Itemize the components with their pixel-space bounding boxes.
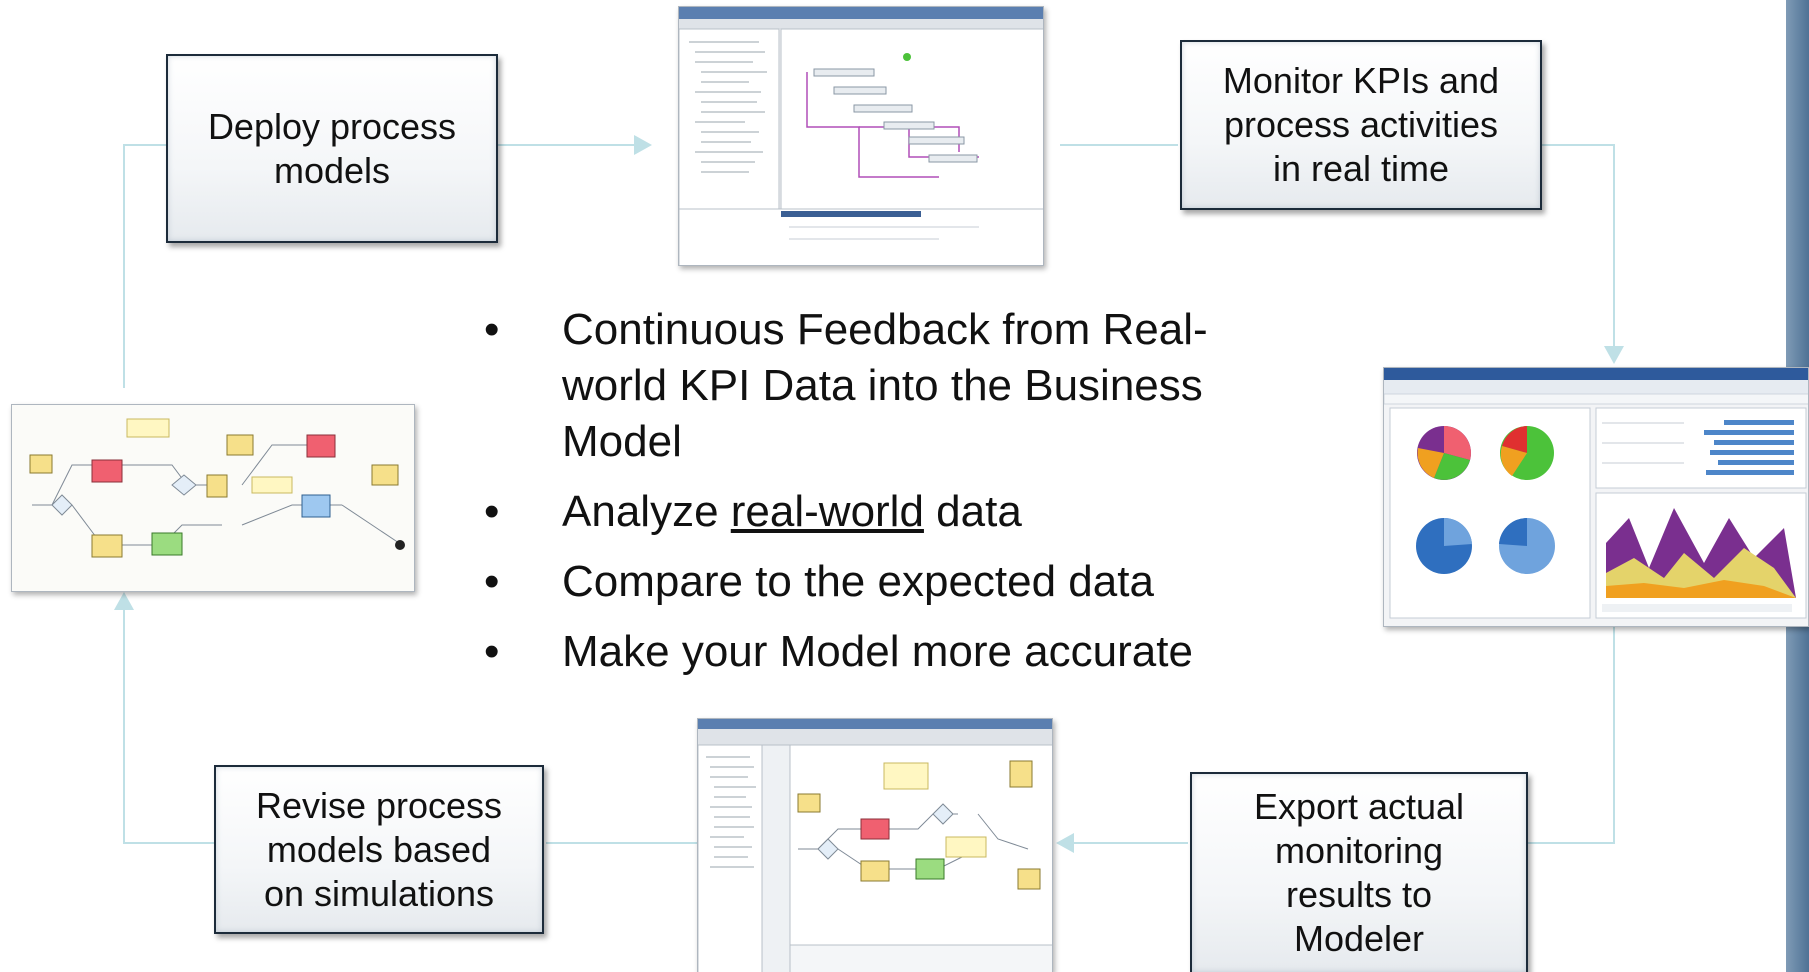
arrow-up-left-icon bbox=[114, 592, 134, 610]
bullet-marker: • bbox=[484, 557, 500, 606]
bullet-underlined-term: real-world bbox=[730, 487, 924, 536]
bullet-marker: • bbox=[484, 487, 500, 536]
bullet-compare-expected: • Compare to the expected data bbox=[470, 554, 1300, 610]
monitor-dashboard-screenshot bbox=[1383, 367, 1809, 627]
bullet-marker: • bbox=[484, 627, 500, 676]
connector-model-to-deploy bbox=[123, 144, 168, 388]
bullet-text: Continuous Feedback from Real-world KPI … bbox=[562, 305, 1208, 466]
connector-dashboard-to-export bbox=[1520, 625, 1615, 844]
connector-monitor-to-dashboard bbox=[1542, 144, 1615, 352]
arrow-down-right-icon bbox=[1604, 346, 1624, 364]
bullet-text-prefix: Analyze bbox=[562, 487, 731, 536]
bullet-text: Make your Model more accurate bbox=[562, 627, 1193, 676]
key-points-list: • Continuous Feedback from Real-world KP… bbox=[470, 302, 1300, 694]
bullet-continuous-feedback: • Continuous Feedback from Real-world KP… bbox=[470, 302, 1300, 470]
arrow-right-top-icon bbox=[634, 135, 652, 155]
connector-revise-to-model bbox=[123, 605, 214, 844]
revise-process-models-box: Revise process models based on simulatio… bbox=[214, 765, 544, 934]
arrow-left-bottom-icon bbox=[1056, 833, 1074, 853]
bullet-analyze-data: • Analyze real-world data bbox=[470, 484, 1300, 540]
deploy-process-models-box: Deploy process models bbox=[166, 54, 498, 243]
modeler-simulation-screenshot bbox=[697, 718, 1053, 972]
deploy-tool-screenshot bbox=[678, 6, 1044, 266]
process-model-screenshot bbox=[11, 404, 415, 592]
bullet-text-suffix: data bbox=[923, 487, 1022, 536]
monitor-kpis-box: Monitor KPIs and process activities in r… bbox=[1180, 40, 1542, 210]
bullet-marker: • bbox=[484, 305, 500, 354]
bullet-text: Compare to the expected data bbox=[562, 557, 1154, 606]
bullet-model-accuracy: • Make your Model more accurate bbox=[470, 624, 1300, 680]
export-monitoring-results-box: Export actual monitoring results to Mode… bbox=[1190, 772, 1528, 972]
